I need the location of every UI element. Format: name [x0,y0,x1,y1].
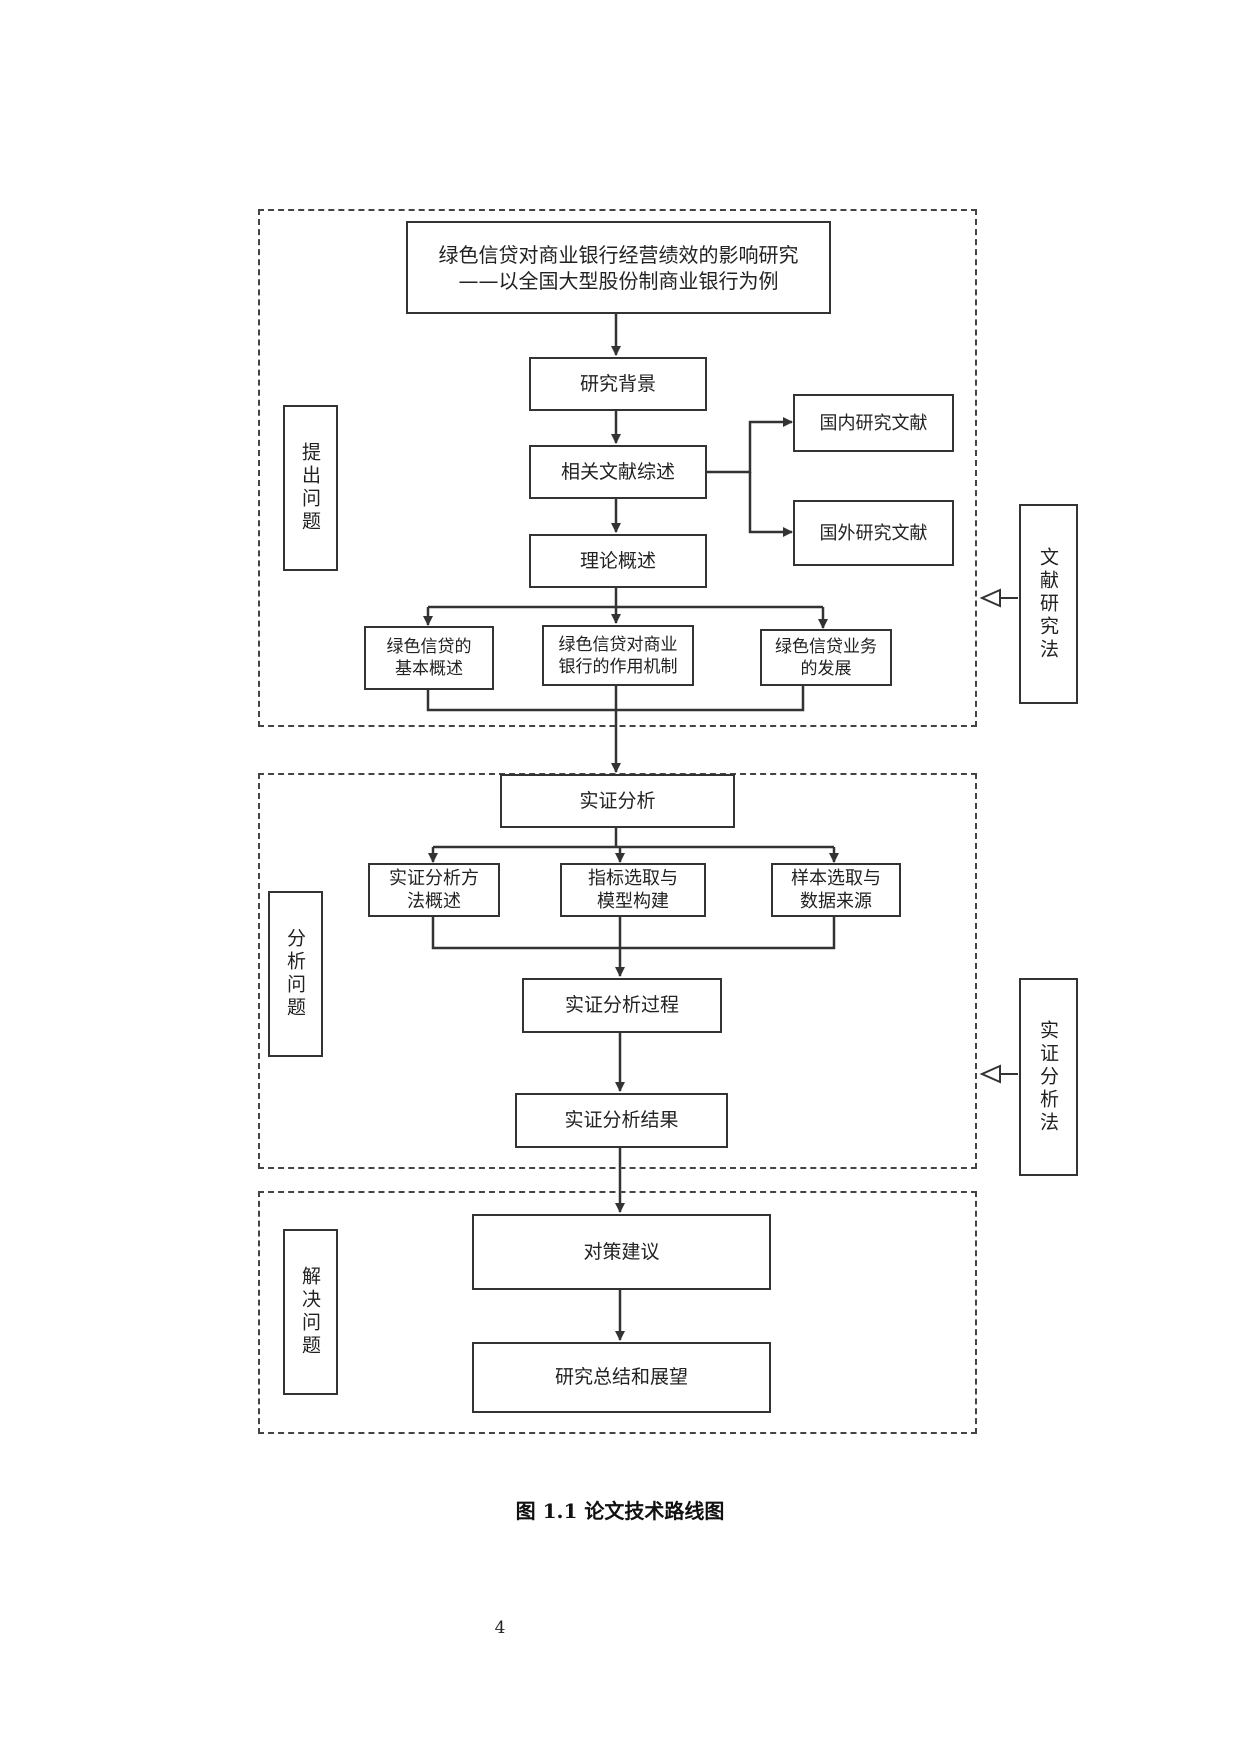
stage-region-solve-problem [258,1191,977,1434]
node-research-background: 研究背景 [529,357,707,411]
node-sample-data-source: 样本选取与 数据来源 [771,863,901,917]
phase-label-solve-problem-text: 解决问题 [299,1266,321,1358]
phase-label-solve-problem: 解决问题 [283,1229,338,1395]
method-label-literature: 文献研究法 [1019,504,1078,704]
method-label-empirical-text: 实证分析法 [1037,1019,1059,1135]
node-green-credit-basics: 绿色信贷的 基本概述 [364,626,494,690]
node-empirical-process: 实证分析过程 [522,978,722,1033]
page-number: 4 [494,1618,506,1638]
phase-label-raise-problem: 提出问题 [283,405,338,571]
phase-label-analyze-problem-text: 分析问题 [284,928,306,1020]
phase-label-analyze-problem: 分析问题 [268,891,323,1057]
method-label-empirical: 实证分析法 [1019,978,1078,1176]
node-foreign-literature: 国外研究文献 [793,500,954,566]
stage-region-raise-problem [258,209,977,727]
node-green-credit-mechanism: 绿色信贷对商业 银行的作用机制 [542,625,694,686]
node-theory-overview: 理论概述 [529,534,707,588]
phase-label-raise-problem-text: 提出问题 [299,442,321,534]
node-policy-suggestions: 对策建议 [472,1214,771,1290]
figure-caption: 图 1.1 论文技术路线图 [515,1499,725,1523]
node-indicator-model: 指标选取与 模型构建 [560,863,706,917]
node-literature-review: 相关文献综述 [529,445,707,499]
title-line-2: ——以全国大型股份制商业银行为例 [458,268,779,293]
node-empirical-method-overview: 实证分析方 法概述 [368,863,500,917]
title-line-1: 绿色信贷对商业银行经营绩效的影响研究 [438,242,799,267]
node-empirical-results: 实证分析结果 [515,1093,728,1148]
node-summary-outlook: 研究总结和展望 [472,1342,771,1413]
node-domestic-literature: 国内研究文献 [793,394,954,452]
node-empirical-analysis: 实证分析 [500,774,735,828]
title-box: 绿色信贷对商业银行经营绩效的影响研究 ——以全国大型股份制商业银行为例 [406,221,831,314]
node-green-credit-development: 绿色信贷业务 的发展 [760,629,892,686]
method-label-literature-text: 文献研究法 [1037,546,1059,662]
